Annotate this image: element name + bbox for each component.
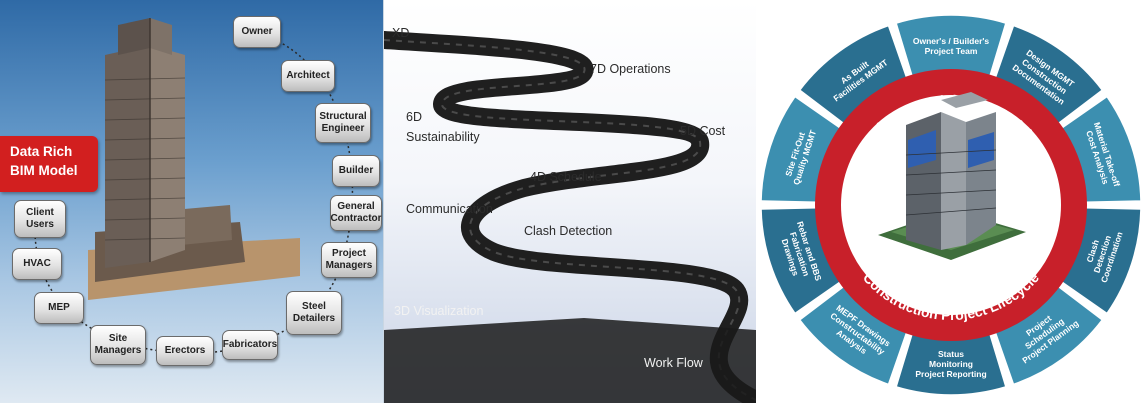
road-path bbox=[384, 31, 756, 403]
box-mep: MEP bbox=[34, 292, 84, 324]
wheel-segment-line: Owner's / Builder's bbox=[913, 36, 990, 46]
wheel-segment-line: Monitoring bbox=[929, 359, 973, 369]
label-7d-operations: 7D Operations bbox=[590, 62, 671, 76]
box-owner: Owner bbox=[233, 16, 281, 48]
bim-dimensions-road-panel: XD 7D Operations 6D Sustainability 5D Co… bbox=[384, 0, 756, 403]
box-builder: Builder bbox=[332, 155, 380, 187]
label-xd: XD bbox=[392, 26, 410, 40]
box-erectors: Erectors bbox=[156, 336, 214, 366]
winding-road-illustration bbox=[384, 31, 756, 403]
box-hvac: HVAC bbox=[12, 248, 62, 280]
red-ring bbox=[815, 69, 1087, 341]
label-6d-line2: Sustainability bbox=[406, 130, 480, 144]
label-5d-cost: 5D Cost bbox=[680, 124, 726, 138]
label-line-1: Data Rich bbox=[10, 144, 73, 159]
label-line-2: BIM Model bbox=[10, 163, 78, 178]
wheel-segment-line: Project Reporting bbox=[915, 369, 986, 379]
tower-right-face bbox=[150, 45, 185, 262]
building-illustration bbox=[34, 18, 354, 354]
data-rich-bim-label: Data Rich BIM Model bbox=[0, 136, 98, 192]
bim-building-model bbox=[878, 92, 1026, 260]
wheel-segment-line: Project Team bbox=[925, 46, 978, 56]
box-architect: Architect bbox=[281, 60, 335, 92]
label-communication: Communication bbox=[406, 202, 493, 216]
label-work-flow: Work Flow bbox=[644, 356, 703, 370]
bim-stakeholder-panel: Data Rich BIM Model Owner Architect Stru… bbox=[0, 0, 384, 403]
label-4d-schedule: 4D Schedule bbox=[530, 170, 602, 184]
label-clash-detection: Clash Detection bbox=[524, 224, 613, 238]
wheel-segment-line: Status bbox=[938, 349, 964, 359]
wheel-segment-label: ProjectSchedulingProject Planning bbox=[1009, 302, 1081, 366]
tower-left-face bbox=[105, 45, 150, 268]
box-fabricators: Fabricators bbox=[222, 330, 278, 360]
label-6d-line1: 6D bbox=[406, 110, 422, 124]
label-3d-visualization: 3D Visualization bbox=[394, 304, 484, 318]
